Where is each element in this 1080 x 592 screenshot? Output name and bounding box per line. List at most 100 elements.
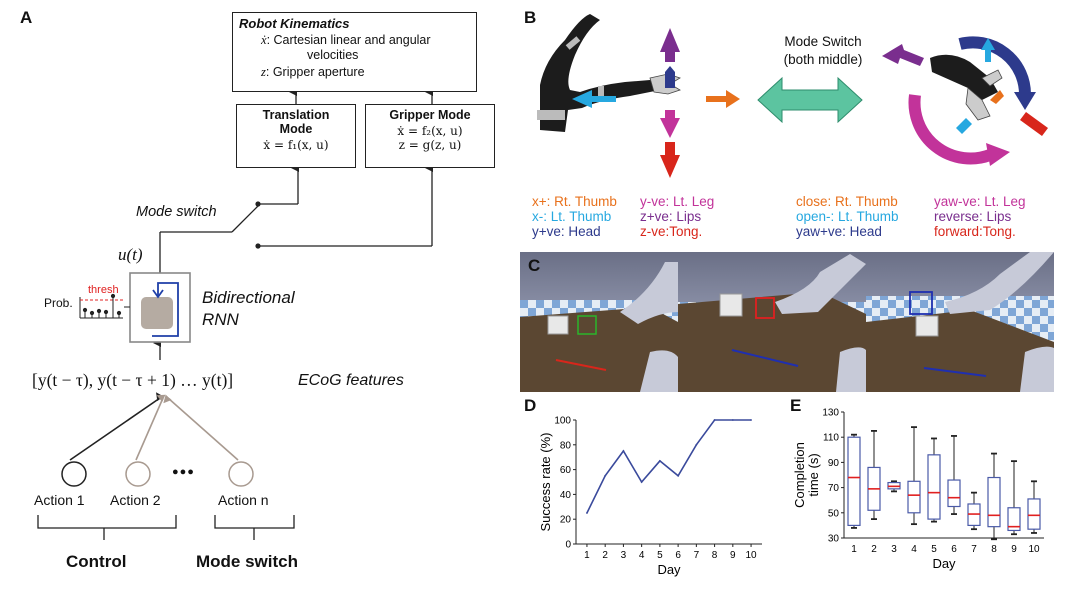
panel-b-letter: B (524, 8, 537, 27)
simulation-scenes (520, 252, 1054, 392)
kinematics-line2-text: : Gripper aperture (265, 65, 365, 79)
box-iqr (947, 479, 961, 508)
kinematics-line1: ẋ: Cartesian linear and angular (239, 33, 470, 48)
data-point (750, 419, 752, 421)
legend-item: z+ve: Lips (640, 209, 702, 224)
x-tick-label: 10 (1028, 544, 1040, 555)
action-1-label: Action 1 (34, 492, 85, 508)
success-rate-line (586, 419, 752, 514)
legend-item: open-: Lt. Thumb (796, 209, 899, 224)
robot-arm-left-icon (537, 14, 681, 132)
x-axis-label: Day (657, 562, 681, 577)
box-iqr (987, 476, 1001, 528)
x-tick-label: 2 (602, 550, 608, 561)
legend-gripper-col2: yaw-ve: Lt. Leg reverse: Lips forward:To… (934, 194, 1026, 239)
y-axis-label: Success rate (%) (538, 433, 553, 532)
legend-item: z-ve:Tong. (640, 224, 703, 239)
y-tick-label: 40 (560, 490, 572, 501)
data-point (586, 512, 588, 514)
panel-a-letter: A (20, 8, 33, 27)
x-tick-label: 6 (675, 550, 681, 561)
y-tick-label: 50 (828, 508, 840, 519)
scene-2 (678, 252, 866, 392)
y-axis-label-line2: time (s) (806, 453, 821, 496)
rnn-label-2: RNN (202, 310, 239, 329)
data-point (622, 450, 625, 452)
x-tick-label: 9 (730, 550, 736, 561)
arrow-down-pink-icon (660, 110, 680, 138)
translation-mode-box: Translation Mode ẋ = f₁(x, u) (236, 104, 356, 168)
arrow-down-red-icon (660, 142, 680, 178)
x-tick-label: 7 (694, 550, 700, 561)
arrow-blue-small-icon (981, 38, 995, 62)
mode-switch-label: Mode switch (136, 204, 217, 220)
features-label: ECoG features (298, 372, 404, 389)
data-point (695, 443, 698, 446)
x-tick-label: 1 (851, 544, 857, 555)
rnn-label-1: Bidirectional (202, 288, 295, 307)
rotation-arrow-navy-icon (1014, 92, 1036, 110)
arrow-up-navy-icon (665, 66, 675, 88)
x-tick-label: 1 (584, 550, 590, 561)
legend-gripper-col1: close: Rt. Thumb open-: Lt. Thumb yaw+ve… (796, 194, 899, 239)
legend-translation-col1: x+: Rt. Thumb x-: Lt. Thumb y+ve: Head (532, 194, 617, 239)
box-iqr (847, 436, 861, 526)
prob-label: Prob. (44, 296, 73, 310)
x-tick-label: 3 (621, 550, 627, 561)
y-tick-label: 100 (554, 416, 571, 427)
legend-translation-col2: y-ve: Lt. Leg z+ve: Lips z-ve:Tong. (640, 194, 714, 239)
data-point (731, 419, 734, 421)
legend-item: yaw+ve: Head (796, 224, 882, 239)
kinematics-line1-text: : Cartesian linear and angular (266, 33, 431, 47)
x-tick-label: 2 (871, 544, 877, 555)
control-group-label: Control (66, 552, 127, 571)
legend-item: y+ve: Head (532, 224, 601, 239)
translation-equation: ẋ = f₁(x, u) (263, 138, 329, 152)
panel-c-letter: C (528, 256, 541, 275)
box-iqr (907, 480, 921, 514)
data-point (713, 419, 716, 421)
legend-item: x+: Rt. Thumb (532, 194, 617, 209)
box-iqr (927, 454, 941, 520)
thresh-label: thresh (88, 284, 119, 296)
x-tick-label: 7 (971, 544, 977, 555)
kinematics-title: Robot Kinematics (239, 16, 350, 31)
z-symbol: z (261, 65, 266, 79)
translation-title-1: Translation (262, 108, 330, 122)
scene-3 (866, 252, 1054, 392)
box-iqr (1007, 507, 1021, 532)
mode-switch-group-label: Mode switch (196, 552, 299, 571)
panel-d-letter: D (524, 396, 537, 415)
legend-item: close: Rt. Thumb (796, 194, 898, 209)
x-tick-label: 5 (931, 544, 937, 555)
x-tick-label: 9 (1011, 544, 1017, 555)
arrow-up-purple-icon (660, 28, 680, 62)
y-tick-label: 80 (560, 440, 572, 451)
y-tick-label: 30 (828, 534, 840, 545)
gripper-equation-1: ẋ = f₂(x, u) (397, 124, 463, 138)
y-tick-label: 130 (822, 408, 839, 419)
legend-item: y-ve: Lt. Leg (640, 194, 715, 209)
x-tick-label: 8 (712, 550, 718, 561)
simulation-scene-graphics (520, 252, 1054, 392)
action-2-label: Action 2 (110, 492, 161, 508)
y-tick-label: 60 (560, 465, 572, 476)
data-point (677, 474, 680, 477)
arrow-red-diag-icon (1020, 112, 1048, 136)
legend-item: yaw-ve: Lt. Leg (934, 194, 1026, 209)
x-tick-label: 6 (951, 544, 957, 555)
legend-item: forward:Tong. (934, 224, 1016, 239)
x-tick-label: 10 (745, 550, 757, 561)
gripper-title: Gripper Mode (389, 108, 471, 122)
gripper-mode-box: Gripper Mode ẋ = f₂(x, u) z = g(z, u) (365, 104, 495, 168)
y-tick-label: 70 (828, 483, 840, 494)
scene-1 (520, 252, 678, 392)
translation-title-2: Mode (279, 122, 313, 136)
mode-switch-caption-1: Mode Switch (784, 34, 862, 49)
box-iqr (1027, 498, 1041, 530)
ellipsis-dots: ●●● (172, 466, 195, 478)
mode-switch-caption-2: (both middle) (783, 52, 863, 67)
x-axis-label: Day (932, 556, 956, 571)
panel-b-graphic (537, 14, 1048, 178)
